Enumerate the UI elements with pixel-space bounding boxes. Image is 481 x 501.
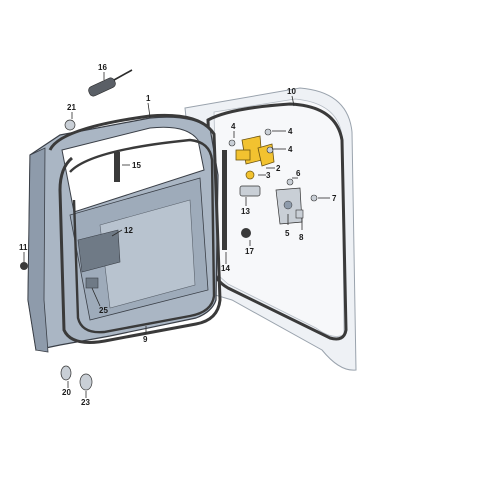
door-shell — [27, 116, 219, 353]
leader-lines — [23, 72, 330, 398]
callout-4a: 4 — [231, 122, 236, 131]
body-seal — [206, 102, 348, 341]
cap — [295, 209, 304, 219]
door-seal — [48, 113, 222, 344]
callout-14: 14 — [221, 264, 230, 273]
grease-tube — [88, 69, 133, 97]
callout-3: 3 — [266, 171, 271, 180]
callout-12: 12 — [124, 226, 133, 235]
buffer — [60, 365, 72, 381]
callout-4b: 4 — [288, 127, 293, 136]
callout-2: 2 — [276, 164, 281, 173]
callout-17: 17 — [245, 247, 254, 256]
callout-labels: 1 2 3 4 4 4 5 6 7 8 9 10 11 12 13 14 15 … — [19, 63, 337, 407]
cover-cap — [79, 373, 93, 391]
plug — [64, 119, 76, 131]
callout-10: 10 — [287, 87, 296, 96]
callout-1: 1 — [146, 94, 151, 103]
bolts — [228, 128, 318, 202]
grommet — [241, 228, 251, 238]
callout-4c: 4 — [288, 145, 293, 154]
callout-11: 11 — [19, 243, 28, 252]
callout-23: 23 — [81, 398, 90, 407]
callout-20: 20 — [62, 388, 71, 397]
door-seal-inner — [69, 138, 216, 334]
callout-16: 16 — [98, 63, 107, 72]
callout-25: 25 — [99, 306, 108, 315]
seal-strip — [222, 150, 227, 250]
callout-9: 9 — [143, 335, 148, 344]
callout-5: 5 — [285, 229, 290, 238]
callout-6: 6 — [296, 169, 301, 178]
callout-15: 15 — [132, 161, 141, 170]
striker — [275, 187, 303, 225]
window-strip — [114, 152, 120, 182]
callout-13: 13 — [241, 207, 250, 216]
callout-21: 21 — [67, 103, 76, 112]
door-check — [239, 185, 261, 197]
clip — [20, 262, 28, 270]
callout-7: 7 — [332, 194, 337, 203]
callout-8: 8 — [299, 233, 304, 242]
bumper — [245, 170, 255, 180]
